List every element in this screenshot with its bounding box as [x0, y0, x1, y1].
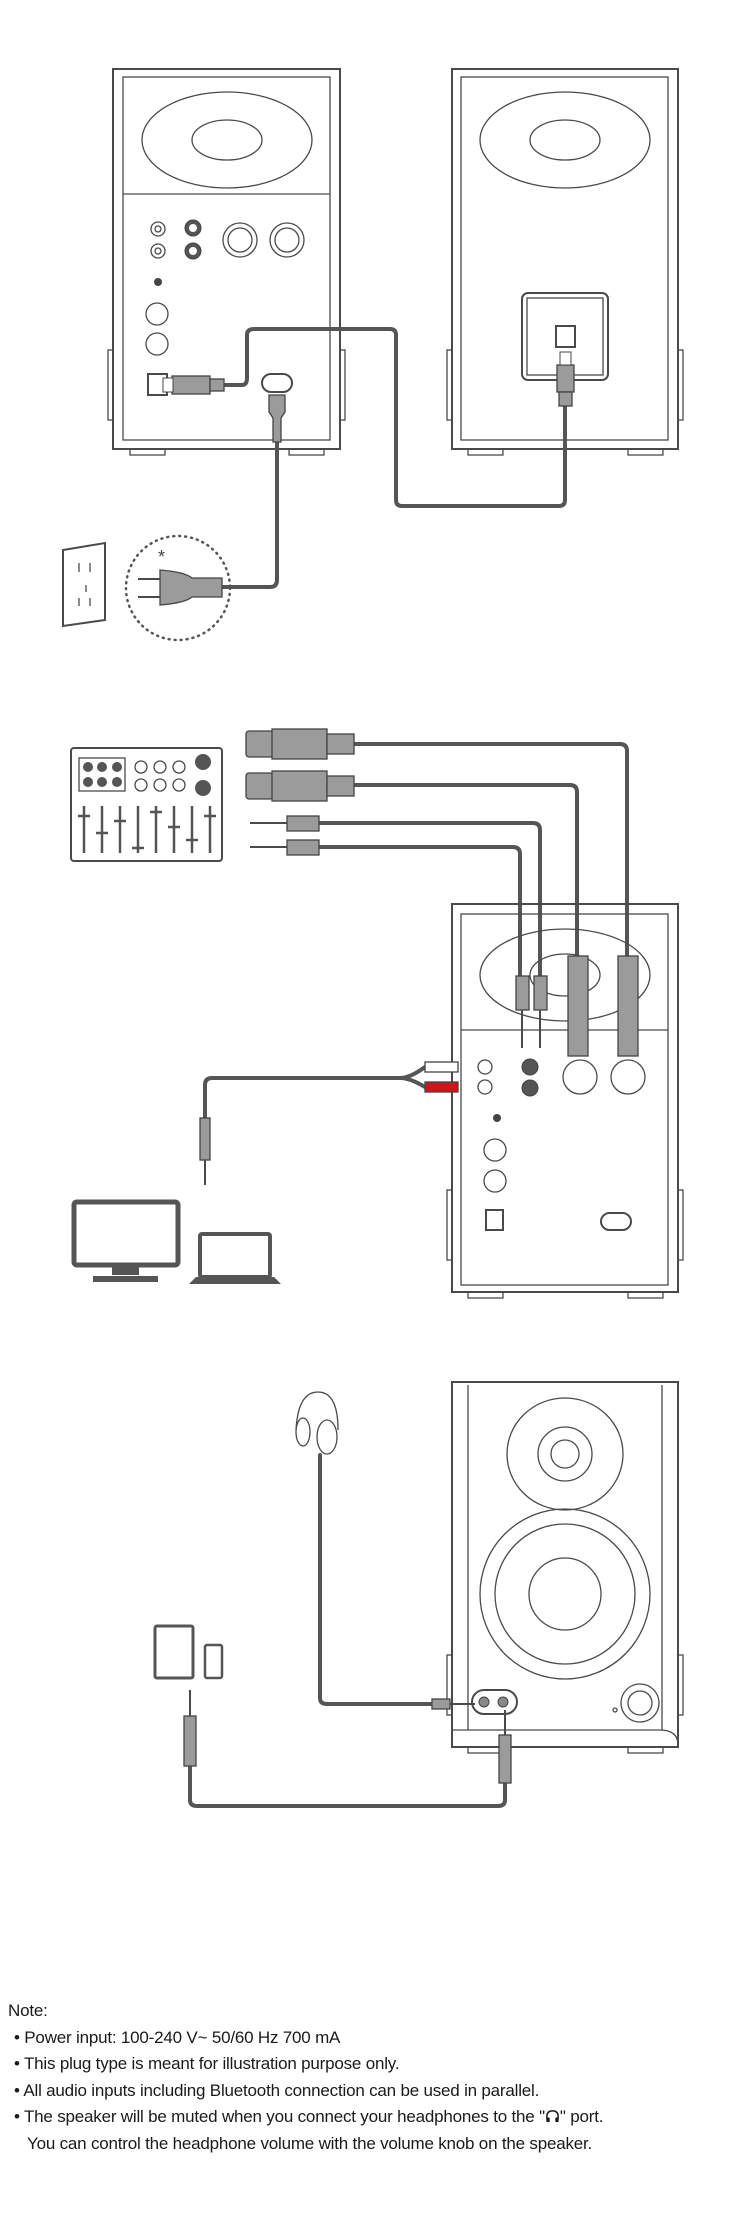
bullet: • [14, 2054, 20, 2073]
tablet-icon [153, 1624, 195, 1680]
rca-cable [203, 1065, 427, 1122]
trs-plugs [250, 815, 320, 856]
bullet: • [14, 2080, 20, 2100]
notes-section: Note: • Power input: 100-240 V~ 50/60 Hz… [8, 1998, 748, 2157]
section-audio-inputs [70, 728, 684, 1299]
phone-icon [203, 1643, 224, 1680]
notes-title: Note: [8, 2001, 48, 2020]
xlr-female-plugs [245, 728, 355, 802]
power-socket [261, 373, 293, 393]
status-led [154, 278, 162, 286]
power-plug [138, 569, 223, 606]
power-cable [220, 438, 279, 589]
trs-ports [184, 219, 202, 260]
bullet: • [14, 2107, 20, 2126]
note-headphone-mute: The speaker will be muted when you conne… [23, 2107, 545, 2126]
knob [145, 332, 169, 356]
trs-cable-1 [316, 821, 542, 982]
section-power-connection: * [62, 68, 684, 642]
front-jack-panel [471, 1689, 518, 1715]
woofer [479, 1508, 651, 1680]
desktop-monitor-icon [71, 1199, 181, 1282]
laptop-icon [189, 1232, 281, 1284]
mixer-icon [70, 747, 223, 862]
note-headphone-mute-end: " port. [559, 2107, 604, 2126]
knob [145, 302, 169, 326]
plug-callout-circle [124, 534, 232, 642]
note-plug-type: This plug type is meant for illustration… [23, 2054, 400, 2073]
power-outlet [62, 541, 106, 628]
din-port [555, 325, 576, 348]
section-headphone-aux [153, 1381, 684, 1808]
connection-diagram: * [62, 68, 684, 1808]
headphone-icon [546, 2110, 559, 2123]
note-headphone-volume: You can control the headphone volume wit… [27, 2133, 593, 2153]
xlr-cable-2 [350, 783, 579, 962]
note-parallel-inputs: All audio inputs including Bluetooth con… [23, 2080, 540, 2100]
plug-footnote-marker: * [158, 547, 165, 567]
speaker-front [446, 1381, 684, 1754]
note-item: • All audio inputs including Bluetooth c… [8, 2078, 748, 2105]
volume-knob [620, 1683, 660, 1723]
speaker-rear-inputs [446, 903, 684, 1299]
tweeter [506, 1397, 624, 1511]
aux-cable [188, 1763, 507, 1808]
note-item: • This plug type is meant for illustrati… [8, 2051, 748, 2078]
note-item: • Power input: 100-240 V~ 50/60 Hz 700 m… [8, 2025, 748, 2052]
rca-ports [150, 221, 166, 259]
xlr-cable-1 [350, 742, 629, 962]
note-item: • The speaker will be muted when you con… [8, 2104, 748, 2131]
headphones-icon [295, 1391, 339, 1455]
left-speaker-rear [107, 68, 346, 456]
bullet: • [14, 2027, 20, 2047]
headphone-cable [318, 1453, 434, 1706]
speaker-link-cable [223, 327, 567, 508]
xlr-ports [222, 222, 305, 258]
note-power-input: Power input: 100-240 V~ 50/60 Hz 700 mA [24, 2027, 341, 2047]
trs-cable-2 [316, 845, 522, 982]
